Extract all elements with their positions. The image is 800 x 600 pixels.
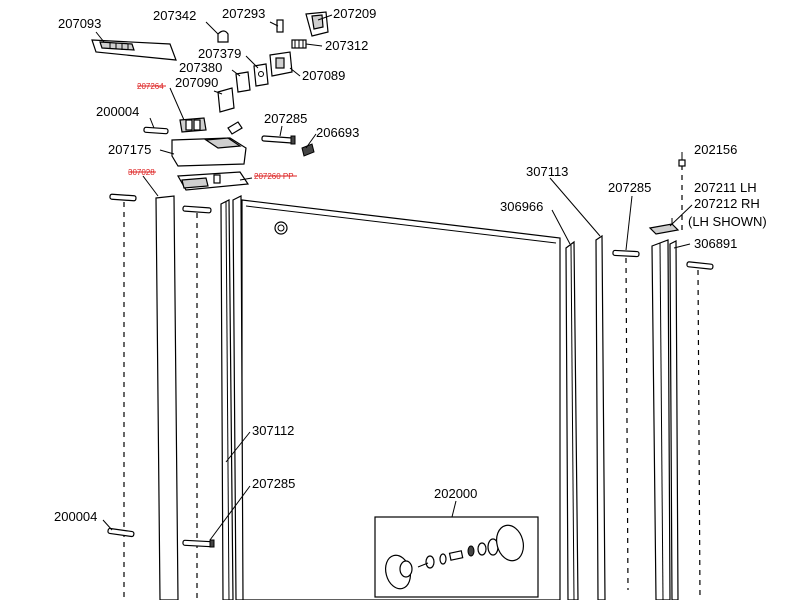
part-labels: 207093 207342 207293 207209 207312 20737… <box>54 6 767 524</box>
cover-207090 <box>217 87 235 113</box>
grub-screw-206693 <box>301 143 315 157</box>
bracket-207264 <box>179 117 207 133</box>
label-207293: 207293 <box>222 6 265 21</box>
label-207089: 207089 <box>302 68 345 83</box>
door-edge-profile-307113 <box>595 234 606 600</box>
plate-207380 <box>235 71 251 93</box>
pin-200004-bottom <box>107 527 135 538</box>
label-207379: 207379 <box>198 46 241 61</box>
label-202156: 202156 <box>694 142 737 157</box>
label-207209: 207209 <box>333 6 376 21</box>
pin-207285-right <box>612 249 640 258</box>
left-door-profile-307112 <box>220 195 244 600</box>
label-207093: 207093 <box>58 16 101 31</box>
handle-bar-207093 <box>91 39 177 61</box>
pin-right-wall-profile <box>686 261 714 270</box>
label-207342: 207342 <box>153 8 196 23</box>
left-wall-profile <box>155 195 179 600</box>
leader-lines <box>95 14 693 541</box>
pin-207285-bottom <box>182 539 215 548</box>
label-207211: 207211 LH <box>694 180 757 195</box>
cap-207211 <box>648 218 680 235</box>
pin-207285-top <box>261 135 296 145</box>
label-306966: 306966 <box>500 199 543 214</box>
label-207312: 207312 <box>325 38 368 53</box>
pin-200004-hinge <box>143 126 169 135</box>
label-207090: 207090 <box>175 75 218 90</box>
housing-207175 <box>171 121 247 167</box>
label-200004-bottom: 200004 <box>54 509 97 524</box>
label-200004-top: 200004 <box>96 104 139 119</box>
label-206693: 206693 <box>316 125 359 140</box>
label-307112: 307112 <box>252 423 294 438</box>
label-202000: 202000 <box>434 486 477 501</box>
label-207175: 207175 <box>108 142 151 157</box>
label-207285-mid: 207285 <box>252 476 295 491</box>
plate-207379 <box>253 63 269 87</box>
pin-top-left-profile <box>182 205 212 214</box>
label-306891: 306891 <box>694 236 737 251</box>
block-207089 <box>269 51 293 77</box>
door-edge-profile-306966 <box>565 240 579 600</box>
label-207285-top: 207285 <box>264 111 307 126</box>
label-lh-shown: (LH SHOWN) <box>688 214 767 229</box>
base-plate-207260 <box>177 171 250 191</box>
knob-detail-box <box>374 516 539 598</box>
label-207285-right: 207285 <box>608 180 651 195</box>
screw-202156 <box>678 152 686 167</box>
spring-207312 <box>291 39 307 49</box>
label-307113: 307113 <box>526 164 568 179</box>
right-wall-profile-306891 <box>651 239 679 600</box>
label-207212: 207212 RH <box>694 196 760 211</box>
cap-207209 <box>305 11 329 37</box>
label-207380: 207380 <box>179 60 222 75</box>
pin-200004-top-left <box>109 193 137 202</box>
clip-207342 <box>217 30 229 43</box>
